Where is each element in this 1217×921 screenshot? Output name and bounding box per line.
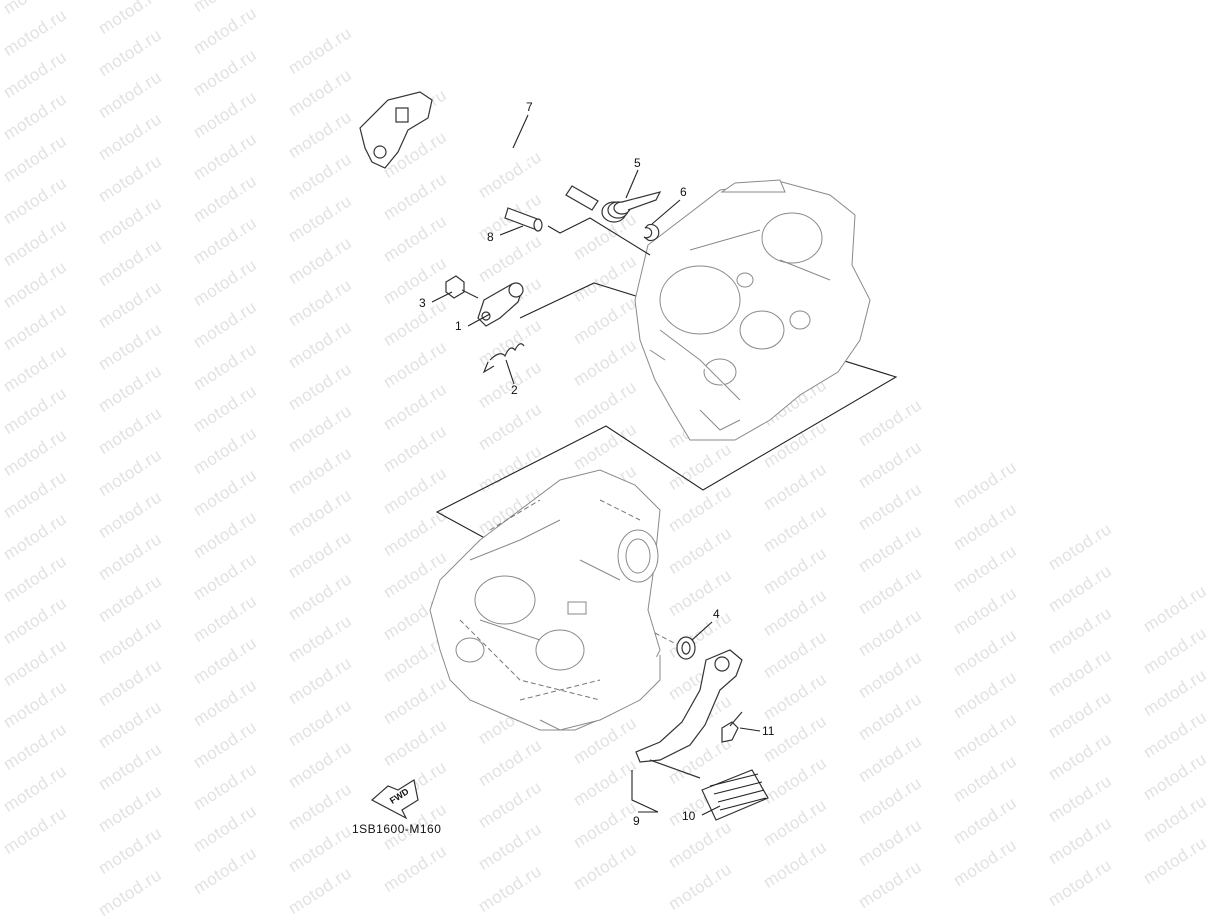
part-9-shift-pedal (631, 649, 743, 813)
callout-10: 10 (682, 809, 696, 823)
callout-11: 11 (762, 724, 775, 738)
part-4-oil-seal (654, 621, 713, 660)
part-11-pinch-bolt (721, 711, 761, 743)
part-10-pedal-rubber (701, 769, 769, 821)
part-5-torsion-spring (601, 169, 662, 223)
crankcase-left-half (429, 469, 661, 731)
fwd-arrow-icon (370, 779, 419, 820)
diagram-code: 1SB1600-M160 (352, 822, 442, 836)
callout-4: 4 (713, 607, 720, 621)
part-2-spring (482, 343, 525, 385)
callout-2: 2 (511, 383, 518, 397)
part-1-stopper-lever (467, 282, 524, 327)
part-6-circlip (643, 199, 681, 242)
callout-8: 8 (487, 230, 494, 244)
callout-7: 7 (526, 100, 533, 114)
callout-6: 6 (680, 185, 687, 199)
part-3-bolt (431, 275, 479, 303)
assembly-frame-upper (435, 282, 898, 561)
crankcase-right-half (634, 179, 871, 441)
callout-3: 3 (419, 296, 426, 310)
callout-1: 1 (455, 319, 462, 333)
part-8-dowel-pin (499, 207, 651, 256)
part-7-shift-shaft (359, 91, 599, 211)
callout-5: 5 (634, 156, 641, 170)
callout-9: 9 (633, 814, 640, 828)
